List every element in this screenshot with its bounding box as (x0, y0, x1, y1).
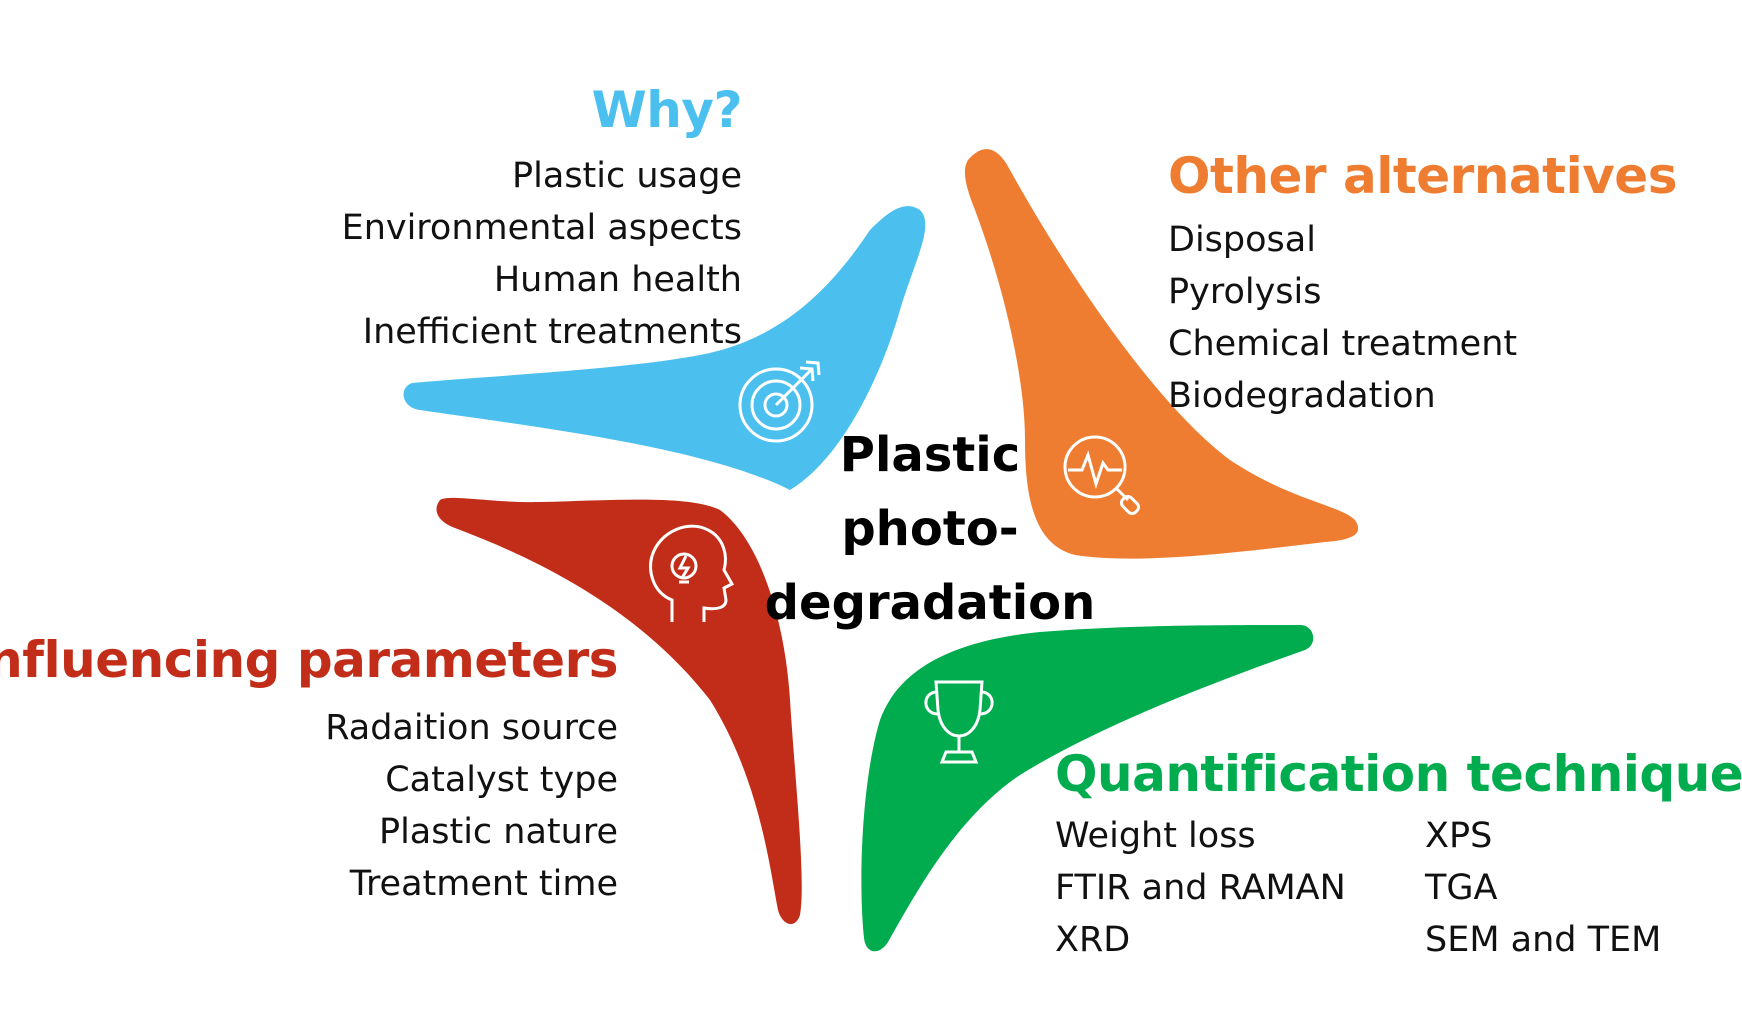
list-item: SEM and TEM (1425, 920, 1662, 960)
list-item: Environmental aspects (341, 208, 742, 248)
list-item: Disposal (1168, 220, 1316, 260)
list-item: XRD (1055, 920, 1131, 960)
list-item: Plastic usage (512, 156, 742, 196)
why-list: Plastic usage Environmental aspects Huma… (342, 150, 742, 358)
head-lightbulb-icon (649, 524, 735, 622)
list-item: Weight loss (1055, 816, 1256, 856)
parameters-shape (436, 497, 802, 925)
list-item: Pyrolysis (1168, 272, 1322, 312)
center-title-line: photo- (841, 501, 1019, 557)
alternatives-list: Disposal Pyrolysis Chemical treatment Bi… (1168, 214, 1517, 422)
list-item: Chemical treatment (1168, 324, 1518, 364)
list-item: Radaition source (325, 708, 618, 748)
list-item: TGA (1425, 868, 1498, 908)
center-title-line: degradation (764, 575, 1096, 631)
quantification-shape (861, 625, 1314, 952)
list-item: Treatment time (349, 864, 618, 904)
list-item: Catalyst type (385, 760, 618, 800)
list-item: Plastic nature (378, 812, 618, 852)
list-item: FTIR and RAMAN (1055, 868, 1346, 908)
quantification-list-left: Weight loss FTIR and RAMAN XRD (1055, 810, 1346, 966)
list-item: Inefficient treatments (362, 312, 742, 352)
list-item: Human health (493, 260, 742, 300)
center-title: Plastic photo- degradation (740, 418, 1120, 640)
alternatives-shape (964, 149, 1359, 559)
target-icon (738, 360, 821, 443)
parameters-list: Radaition source Catalyst type Plastic n… (325, 702, 618, 910)
list-item: XPS (1425, 816, 1493, 856)
quantification-list-right: XPS TGA SEM and TEM (1425, 810, 1661, 966)
parameters-heading: Influencing parameters (0, 631, 618, 689)
list-item: Biodegradation (1168, 376, 1436, 416)
magnifier-pulse-icon (1063, 435, 1141, 516)
center-title-line: Plastic (839, 427, 1021, 483)
trophy-icon (924, 680, 994, 764)
alternatives-heading: Other alternatives (1168, 147, 1677, 205)
why-heading: Why? (591, 81, 743, 139)
quantification-heading: Quantification techniques (1055, 745, 1742, 803)
